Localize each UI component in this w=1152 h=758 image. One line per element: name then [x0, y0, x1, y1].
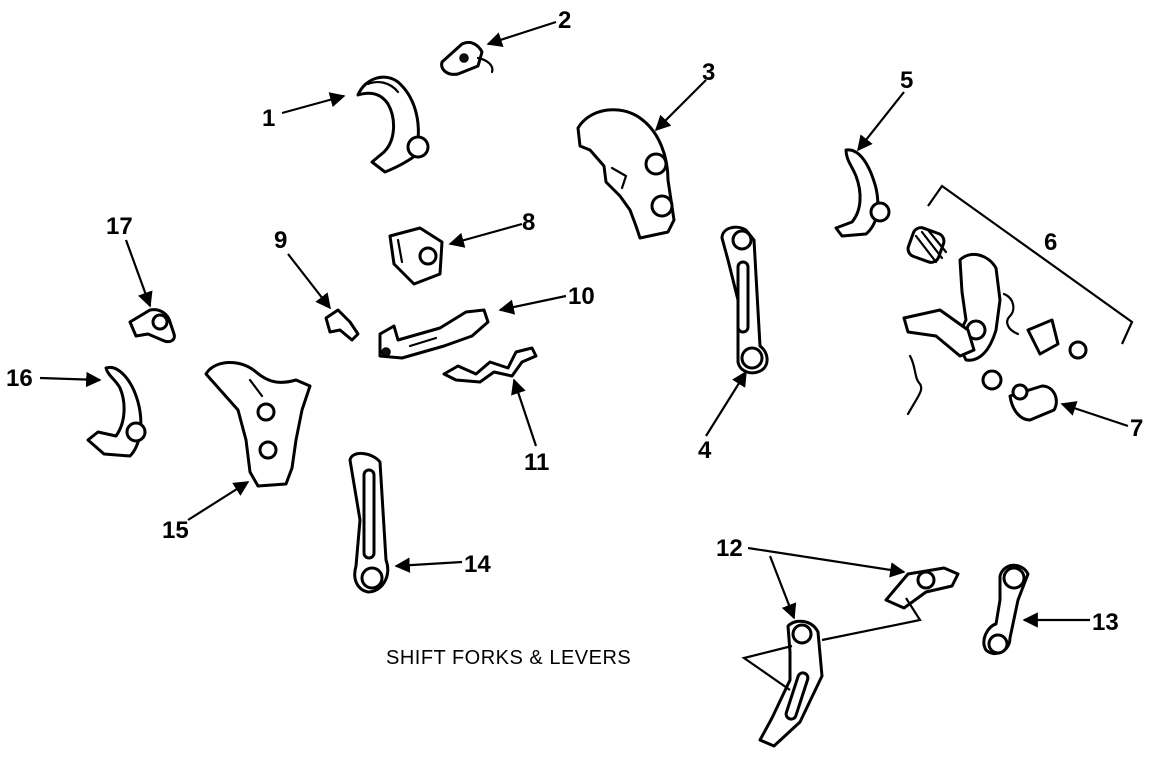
- part-7-shift-pin: [1008, 383, 1058, 422]
- part-11-spring-bracket: [442, 346, 538, 384]
- part-17-shift-block: [128, 308, 176, 344]
- callout-11: 11: [524, 449, 549, 476]
- callout-17: 17: [106, 213, 133, 240]
- callout-5: 5: [900, 67, 913, 94]
- part-5-shift-fork: [834, 148, 891, 238]
- part-15-shift-fork: [204, 361, 312, 488]
- part-16-shift-fork: [86, 365, 147, 458]
- callout-1: 1: [262, 105, 275, 132]
- callout-4: 4: [698, 437, 712, 464]
- callout-10: 10: [568, 283, 595, 310]
- callout-2: 2: [558, 7, 571, 34]
- callout-15: 15: [162, 517, 189, 544]
- part-6-lever-assembly: [902, 184, 1134, 416]
- callouts: 1 2 3 4 5 6 7 8 9 10 11 12 13 14 15 16 1…: [6, 7, 1143, 636]
- leader-lines: [39, 20, 1129, 628]
- callout-13: 13: [1092, 609, 1119, 636]
- callout-9: 9: [274, 227, 287, 254]
- callout-12: 12: [716, 535, 743, 562]
- callout-7: 7: [1130, 415, 1143, 442]
- part-2-shift-block: [440, 40, 494, 76]
- callout-16: 16: [6, 365, 33, 392]
- callout-3: 3: [702, 59, 715, 86]
- callout-14: 14: [464, 551, 491, 578]
- part-8-detent-block: [388, 226, 444, 286]
- part-9-bolt: [324, 308, 360, 342]
- part-1-shift-fork: [356, 75, 430, 174]
- part-12-shift-lever-assembly: [741, 566, 960, 748]
- part-3-shift-fork: [576, 108, 676, 240]
- part-13-shift-lever: [982, 563, 1030, 655]
- part-4-shift-lever: [720, 225, 769, 375]
- part-14-shift-lever: [348, 452, 390, 594]
- callout-6: 6: [1044, 229, 1057, 256]
- diagram-caption: SHIFT FORKS & LEVERS: [386, 647, 631, 669]
- callout-8: 8: [522, 209, 535, 236]
- part-10-interlock-plate: [378, 308, 490, 360]
